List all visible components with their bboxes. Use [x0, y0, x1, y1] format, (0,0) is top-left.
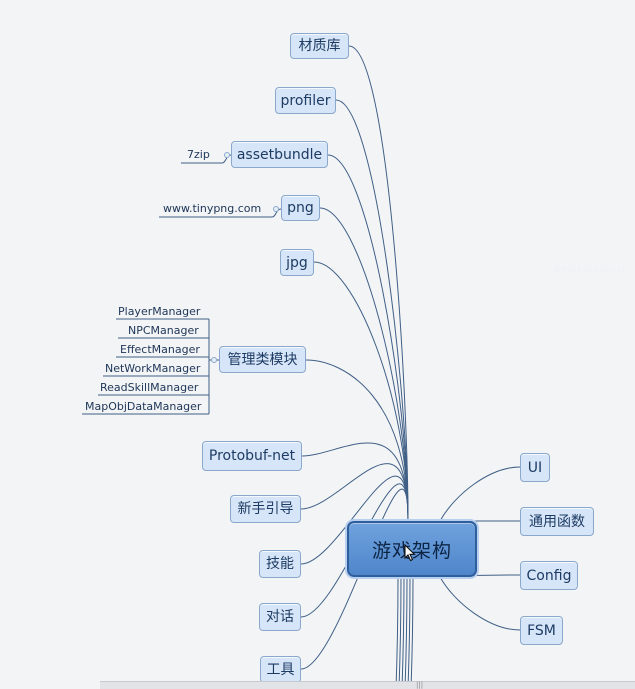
node-protobuf-net[interactable]: Protobuf-net	[202, 441, 302, 471]
scroll-grip-icon[interactable]: |||	[416, 681, 424, 689]
edge-left-2	[327, 154, 409, 521]
connector-7zip	[221, 154, 232, 164]
node-config[interactable]: Config	[520, 561, 578, 590]
edge-left-6	[301, 442, 409, 521]
edge-left-0	[348, 45, 409, 521]
edge-down-0	[395, 576, 399, 689]
node-skill[interactable]: 技能	[259, 550, 301, 578]
node-common-functions[interactable]: 通用函数	[520, 507, 594, 536]
edge-right-3	[439, 576, 521, 631]
edge-left-7	[300, 463, 409, 521]
subitem-playermanager[interactable]: PlayerManager	[118, 305, 201, 318]
node-ui[interactable]: UI	[520, 453, 550, 482]
connector-tinypng	[271, 208, 282, 218]
edge-down-4	[407, 576, 411, 689]
edge-left-10	[300, 488, 409, 670]
subitem-effectmanager[interactable]: EffectManager	[120, 343, 200, 356]
node-fsm[interactable]: FSM	[520, 616, 563, 645]
horizontal-scrollbar[interactable]: |||	[100, 681, 635, 689]
subitem-npcmanager[interactable]: NPCManager	[128, 324, 199, 337]
edge-left-1	[335, 99, 409, 521]
edge-down-3	[404, 576, 408, 689]
connector-dot-1	[273, 206, 279, 212]
node-tools[interactable]: 工具	[260, 656, 301, 683]
node-assetbundle[interactable]: assetbundle	[231, 141, 328, 168]
node-tutorial[interactable]: 新手引导	[230, 495, 301, 523]
subitem-7zip[interactable]: 7zip	[187, 148, 210, 161]
subitem-networkmanager[interactable]: NetWorkManager	[105, 362, 201, 375]
watermark-text: www.lisa.com.cn	[553, 265, 628, 275]
connector-dot-0	[224, 152, 230, 158]
subitem-readskillmanager[interactable]: ReadSkillManager	[100, 381, 199, 394]
node-manager-module[interactable]: 管理类模块	[219, 346, 306, 373]
node-jpg[interactable]: jpg	[280, 249, 314, 276]
subitem-mapobjdatamanager[interactable]: MapObjDataManager	[85, 400, 202, 413]
subitem-tinypng[interactable]: www.tinypng.com	[163, 202, 262, 215]
node-material-library[interactable]: 材质库	[290, 33, 349, 59]
edge-down-2	[401, 576, 405, 689]
edge-left-3	[319, 207, 409, 521]
node-png[interactable]: png	[281, 195, 320, 221]
edge-down-1	[398, 576, 402, 689]
edge-left-5	[305, 359, 409, 521]
edge-down-5	[410, 576, 414, 689]
node-dialogue[interactable]: 对话	[259, 603, 301, 631]
edge-right-0	[439, 466, 521, 522]
node-profiler[interactable]: profiler	[275, 87, 336, 114]
edge-left-4	[313, 261, 409, 521]
connector-dot-2	[211, 357, 217, 363]
root-node-game-architecture[interactable]: 游戏架构	[347, 521, 477, 577]
